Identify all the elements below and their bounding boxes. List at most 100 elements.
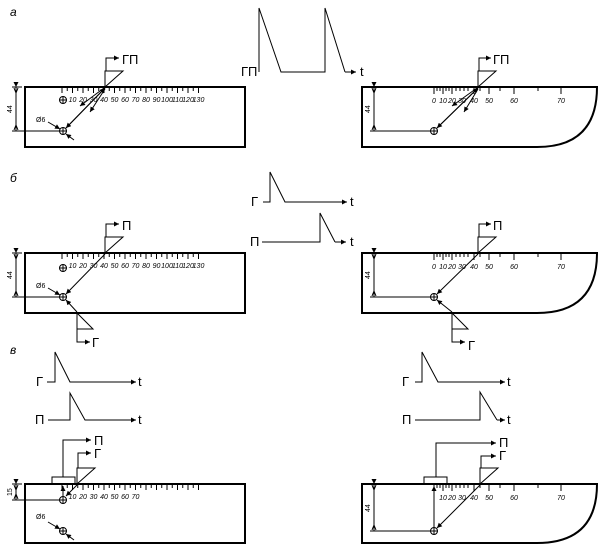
probe-label-gp: ГП [493, 52, 509, 67]
test-block [24, 252, 246, 314]
ruler-label: 60 [121, 97, 129, 104]
hole-crosshair [59, 96, 67, 104]
probe-label-g: Г [92, 335, 99, 350]
time-axis-label: t [507, 412, 511, 427]
ruler-label: 40 [100, 97, 108, 104]
hole-diameter-label: Ø6 [36, 514, 45, 521]
section-label-v: в [10, 343, 16, 357]
pulse-waveform [262, 212, 336, 243]
pulse-waveform [415, 351, 495, 383]
lead-line [478, 55, 491, 71]
dimension-44: 44 [7, 105, 14, 113]
ruler-label: 70 [557, 495, 565, 502]
dimension-line [370, 87, 434, 132]
hole-dim-arrow [47, 521, 61, 530]
lead-line [478, 221, 491, 237]
ruler-label: 70 [132, 494, 140, 501]
pulse-label-g: Г [36, 374, 43, 389]
ruler-label: 10 [439, 98, 447, 105]
beam-arrow [436, 484, 481, 529]
probe-label-p: П [94, 433, 103, 448]
beam-arrow [89, 88, 106, 113]
ruler-label: 100 [161, 263, 173, 270]
dimension-line [370, 253, 434, 298]
beam-arrow [436, 253, 479, 295]
beam-arrow [65, 299, 78, 313]
ruler-label: 130 [193, 97, 205, 104]
lead-line [77, 450, 91, 468]
ruler-label: 20 [78, 494, 87, 501]
pulse-label-g: Г [402, 374, 409, 389]
lead-line [451, 329, 465, 345]
probe-icon [451, 311, 470, 330]
dimension-line [12, 253, 63, 298]
ruler-label: 30 [458, 264, 466, 271]
time-axis-label: t [350, 234, 354, 249]
beam-arrow [79, 87, 105, 107]
ruler-label: 10 [439, 264, 447, 271]
ruler-label: 30 [458, 98, 466, 105]
ruler-label: 20 [447, 495, 456, 502]
ruler-label: 10 [69, 97, 77, 104]
ruler-label: 40 [100, 263, 108, 270]
probe-label-p: П [499, 435, 508, 450]
dimension-line [12, 87, 63, 132]
dimension-15: 15 [7, 488, 14, 496]
ruler-label: 20 [78, 263, 87, 270]
probe-label-p: П [122, 218, 131, 233]
time-axis-label: t [350, 194, 354, 209]
ruler-label: 40 [100, 494, 108, 501]
ruler-label: 70 [132, 97, 140, 104]
ruler-label: 50 [485, 495, 493, 502]
ruler-label: 20 [447, 264, 456, 271]
hole-crosshair [59, 527, 67, 535]
probe-label-gp: ГП [122, 52, 138, 67]
ruler-label: 10 [69, 494, 77, 501]
ruler-label: 30 [458, 495, 466, 502]
section-label-b: б [10, 171, 18, 185]
hole-dim-arrow [47, 287, 61, 296]
pulse-waveform [415, 390, 498, 421]
dimension-44: 44 [365, 504, 372, 512]
ruler-label: 30 [90, 263, 98, 270]
probe-label-p: П [493, 218, 502, 233]
lead-line [76, 329, 90, 345]
ruler-label: 70 [557, 98, 565, 105]
ruler-label: 110 [172, 263, 183, 270]
probe-icon [104, 236, 125, 255]
ruler-label: 110 [172, 97, 183, 104]
pulse-waveform [258, 7, 346, 73]
lead-line [62, 437, 91, 477]
dimension-arrows [371, 253, 377, 297]
beam-arrow [65, 484, 78, 497]
probe-label-g: Г [94, 446, 101, 461]
dimension-arrows [13, 484, 19, 500]
lead-line [105, 221, 119, 237]
pulse-label-gp: ГП [241, 64, 257, 79]
test-block-curved [361, 86, 599, 148]
ruler-label: 50 [111, 263, 119, 270]
beam-arrow [463, 88, 479, 113]
hole-diameter-label: Ø6 [36, 117, 45, 124]
pulse-waveform [48, 391, 125, 421]
dimension-44: 44 [365, 105, 372, 113]
pulse-waveform [263, 171, 340, 203]
pulse-waveform [47, 351, 135, 383]
probe-icon [76, 467, 97, 486]
probe-icon [104, 70, 125, 89]
ruler-label: 0 [432, 98, 436, 105]
dimension-arrows [13, 253, 19, 297]
ruler-label: 80 [142, 263, 150, 270]
ruler-label: 90 [153, 97, 161, 104]
ruler-label: 70 [557, 264, 565, 271]
ruler-label: 60 [121, 494, 129, 501]
probe-label-g: Г [468, 338, 475, 353]
pulse-label-p: П [35, 412, 44, 427]
beam-arrow [436, 87, 479, 129]
ruler-label: 60 [510, 264, 518, 271]
time-axis-label: t [360, 64, 364, 79]
lead-line [435, 440, 496, 477]
ruler-label: 120 [182, 263, 194, 270]
ruler-label: 10 [69, 263, 77, 270]
dimension-44: 44 [7, 271, 14, 279]
